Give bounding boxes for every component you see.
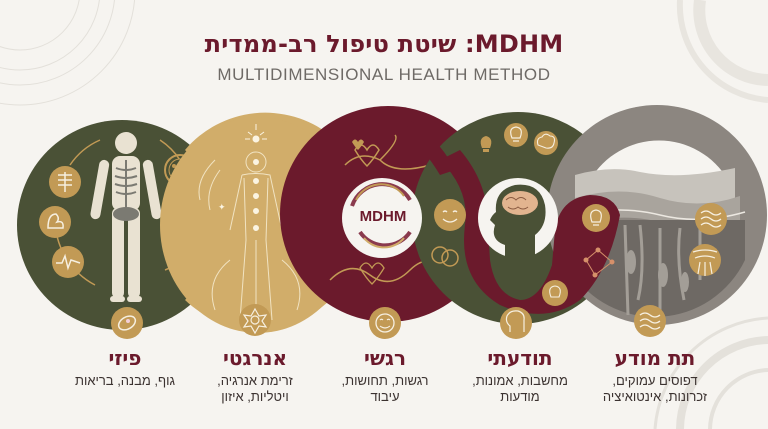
page-title: MDHM: שיטת טיפול רב-ממדית <box>204 30 564 58</box>
dimension-name: רגשי <box>363 346 407 370</box>
dimension-desc: גוף, מבנה, בריאות <box>74 373 176 388</box>
dimension-desc: רגשות, תחושות, <box>341 373 429 388</box>
mdhm-badge-label: MDHM <box>359 208 407 225</box>
calm-face-icon <box>369 307 401 339</box>
dimension-name: תודעתי <box>487 346 553 370</box>
dimension-name: אנרגטי <box>222 346 288 370</box>
dimension-name: תת מודע <box>614 346 696 370</box>
roots-icon <box>689 244 721 276</box>
energy-body-icon <box>198 151 314 321</box>
dimension-desc-line2: עיבוד <box>370 389 400 404</box>
dimension-label-energetic: אנרגטי זרימת אנרגיה, ויטליות, איזון <box>185 346 325 405</box>
lotus-icon <box>239 304 271 336</box>
page-subtitle: MULTIDIMENSIONAL HEALTH METHOD <box>217 65 551 84</box>
mdhm-badge <box>342 178 422 258</box>
dimension-desc: זרימת אנרגיה, <box>217 373 293 388</box>
thought-bubble-icon <box>534 131 558 155</box>
skeleton-icon <box>49 166 81 198</box>
dimension-desc-line2: מודעות <box>500 389 540 404</box>
rings-icon <box>431 246 459 267</box>
chakra-points <box>252 135 260 231</box>
decorative-arcs-bottom-right <box>653 316 768 429</box>
lightbulb-icon <box>504 123 528 147</box>
dimension-desc: דפוסים עמוקים, <box>612 373 698 388</box>
svg-text:✦: ✦ <box>218 203 226 213</box>
decorative-arcs-top-left <box>0 0 136 106</box>
dimension-label-emotional: רגשי רגשות, תחושות, עיבוד <box>315 346 455 405</box>
heartbeat-icon <box>52 246 84 278</box>
dimension-name: פיזי <box>108 346 142 370</box>
bacteria-icon <box>111 307 143 339</box>
decorative-arcs-top-right <box>676 0 768 103</box>
brain-icon-bottom <box>500 307 532 339</box>
waves-icon-bottom <box>634 305 666 337</box>
waves-icon <box>695 203 727 235</box>
brain-head-icon <box>478 178 558 260</box>
dimension-label-subconscious: תת מודע דפוסים עמוקים, זכרונות, אינטואיצ… <box>580 346 730 405</box>
dimension-label-cognitive: תודעתי מחשבות, אמונות, מודעות <box>450 346 590 405</box>
lightbulb-icon-bottom <box>542 280 568 306</box>
dimension-desc-line2: ויטליות, איזון <box>221 389 289 404</box>
network-icon <box>583 247 615 278</box>
dimension-label-physical: פיזי גוף, מבנה, בריאות <box>55 346 195 389</box>
dimension-desc: מחשבות, אמונות, <box>472 373 568 388</box>
dimension-desc-line2: זכרונות, אינטואיציה <box>602 389 708 404</box>
lightbulb-icon-small <box>480 136 492 152</box>
ribbon-flow <box>405 120 650 314</box>
lightbulb-icon-ribbon <box>582 204 610 232</box>
muscle-icon <box>39 206 71 238</box>
smile-icon <box>434 199 466 231</box>
